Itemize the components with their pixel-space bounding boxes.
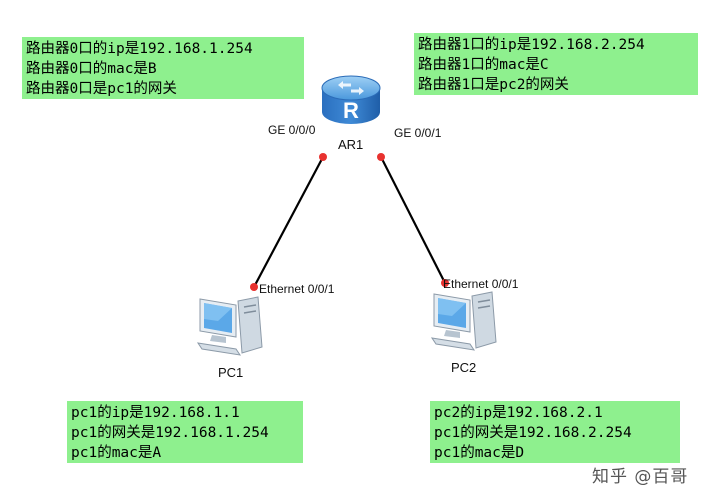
note-line: 路由器0口是pc1的网关 bbox=[26, 81, 177, 97]
port-dot-pc1-eth bbox=[250, 283, 258, 291]
note-line: 路由器1口是pc2的网关 bbox=[418, 77, 569, 93]
pc2-port-label: Ethernet 0/0/1 bbox=[443, 277, 519, 291]
link-ar1-pc1 bbox=[253, 156, 324, 288]
port-dot-pc2-eth bbox=[441, 279, 449, 287]
pc2-name: PC2 bbox=[451, 360, 477, 375]
note-line: 路由器0口的mac是B bbox=[26, 61, 157, 77]
pc1-computer-icon[interactable] bbox=[196, 293, 268, 361]
router-name: AR1 bbox=[338, 137, 364, 152]
router-port1-note: 路由器1口的ip是192.168.2.254 路由器1口的mac是C 路由器1口… bbox=[414, 33, 698, 95]
pc2-computer-icon[interactable] bbox=[430, 288, 502, 356]
note-line: pc1的网关是192.168.1.254 bbox=[71, 425, 269, 441]
port-dot-ge001 bbox=[377, 153, 385, 161]
link-ar1-pc2 bbox=[380, 156, 446, 284]
note-line: 路由器0口的ip是192.168.1.254 bbox=[26, 41, 253, 57]
note-line: pc2的ip是192.168.2.1 bbox=[434, 405, 603, 421]
port-dot-ge000 bbox=[319, 153, 327, 161]
pc1-name: PC1 bbox=[218, 365, 244, 380]
note-line: pc1的网关是192.168.2.254 bbox=[434, 425, 632, 441]
note-line: pc1的mac是D bbox=[434, 445, 525, 461]
router-port0-note: 路由器0口的ip是192.168.1.254 路由器0口的mac是B 路由器0口… bbox=[22, 37, 304, 99]
router-icon-letter: R bbox=[343, 98, 359, 123]
note-line: 路由器1口的mac是C bbox=[418, 57, 549, 73]
pc1-port-label: Ethernet 0/0/1 bbox=[259, 282, 335, 296]
router-icon[interactable]: R bbox=[318, 72, 384, 128]
router-port0-label: GE 0/0/0 bbox=[268, 123, 316, 137]
pc1-note: pc1的ip是192.168.1.1 pc1的网关是192.168.1.254 … bbox=[67, 401, 303, 463]
watermark-text: 知乎 @百哥 bbox=[592, 467, 689, 487]
note-line: pc1的mac是A bbox=[71, 445, 162, 461]
note-line: 路由器1口的ip是192.168.2.254 bbox=[418, 37, 645, 53]
note-line: pc1的ip是192.168.1.1 bbox=[71, 405, 240, 421]
router-port1-label: GE 0/0/1 bbox=[394, 126, 442, 140]
pc2-note: pc2的ip是192.168.2.1 pc1的网关是192.168.2.254 … bbox=[430, 401, 680, 463]
